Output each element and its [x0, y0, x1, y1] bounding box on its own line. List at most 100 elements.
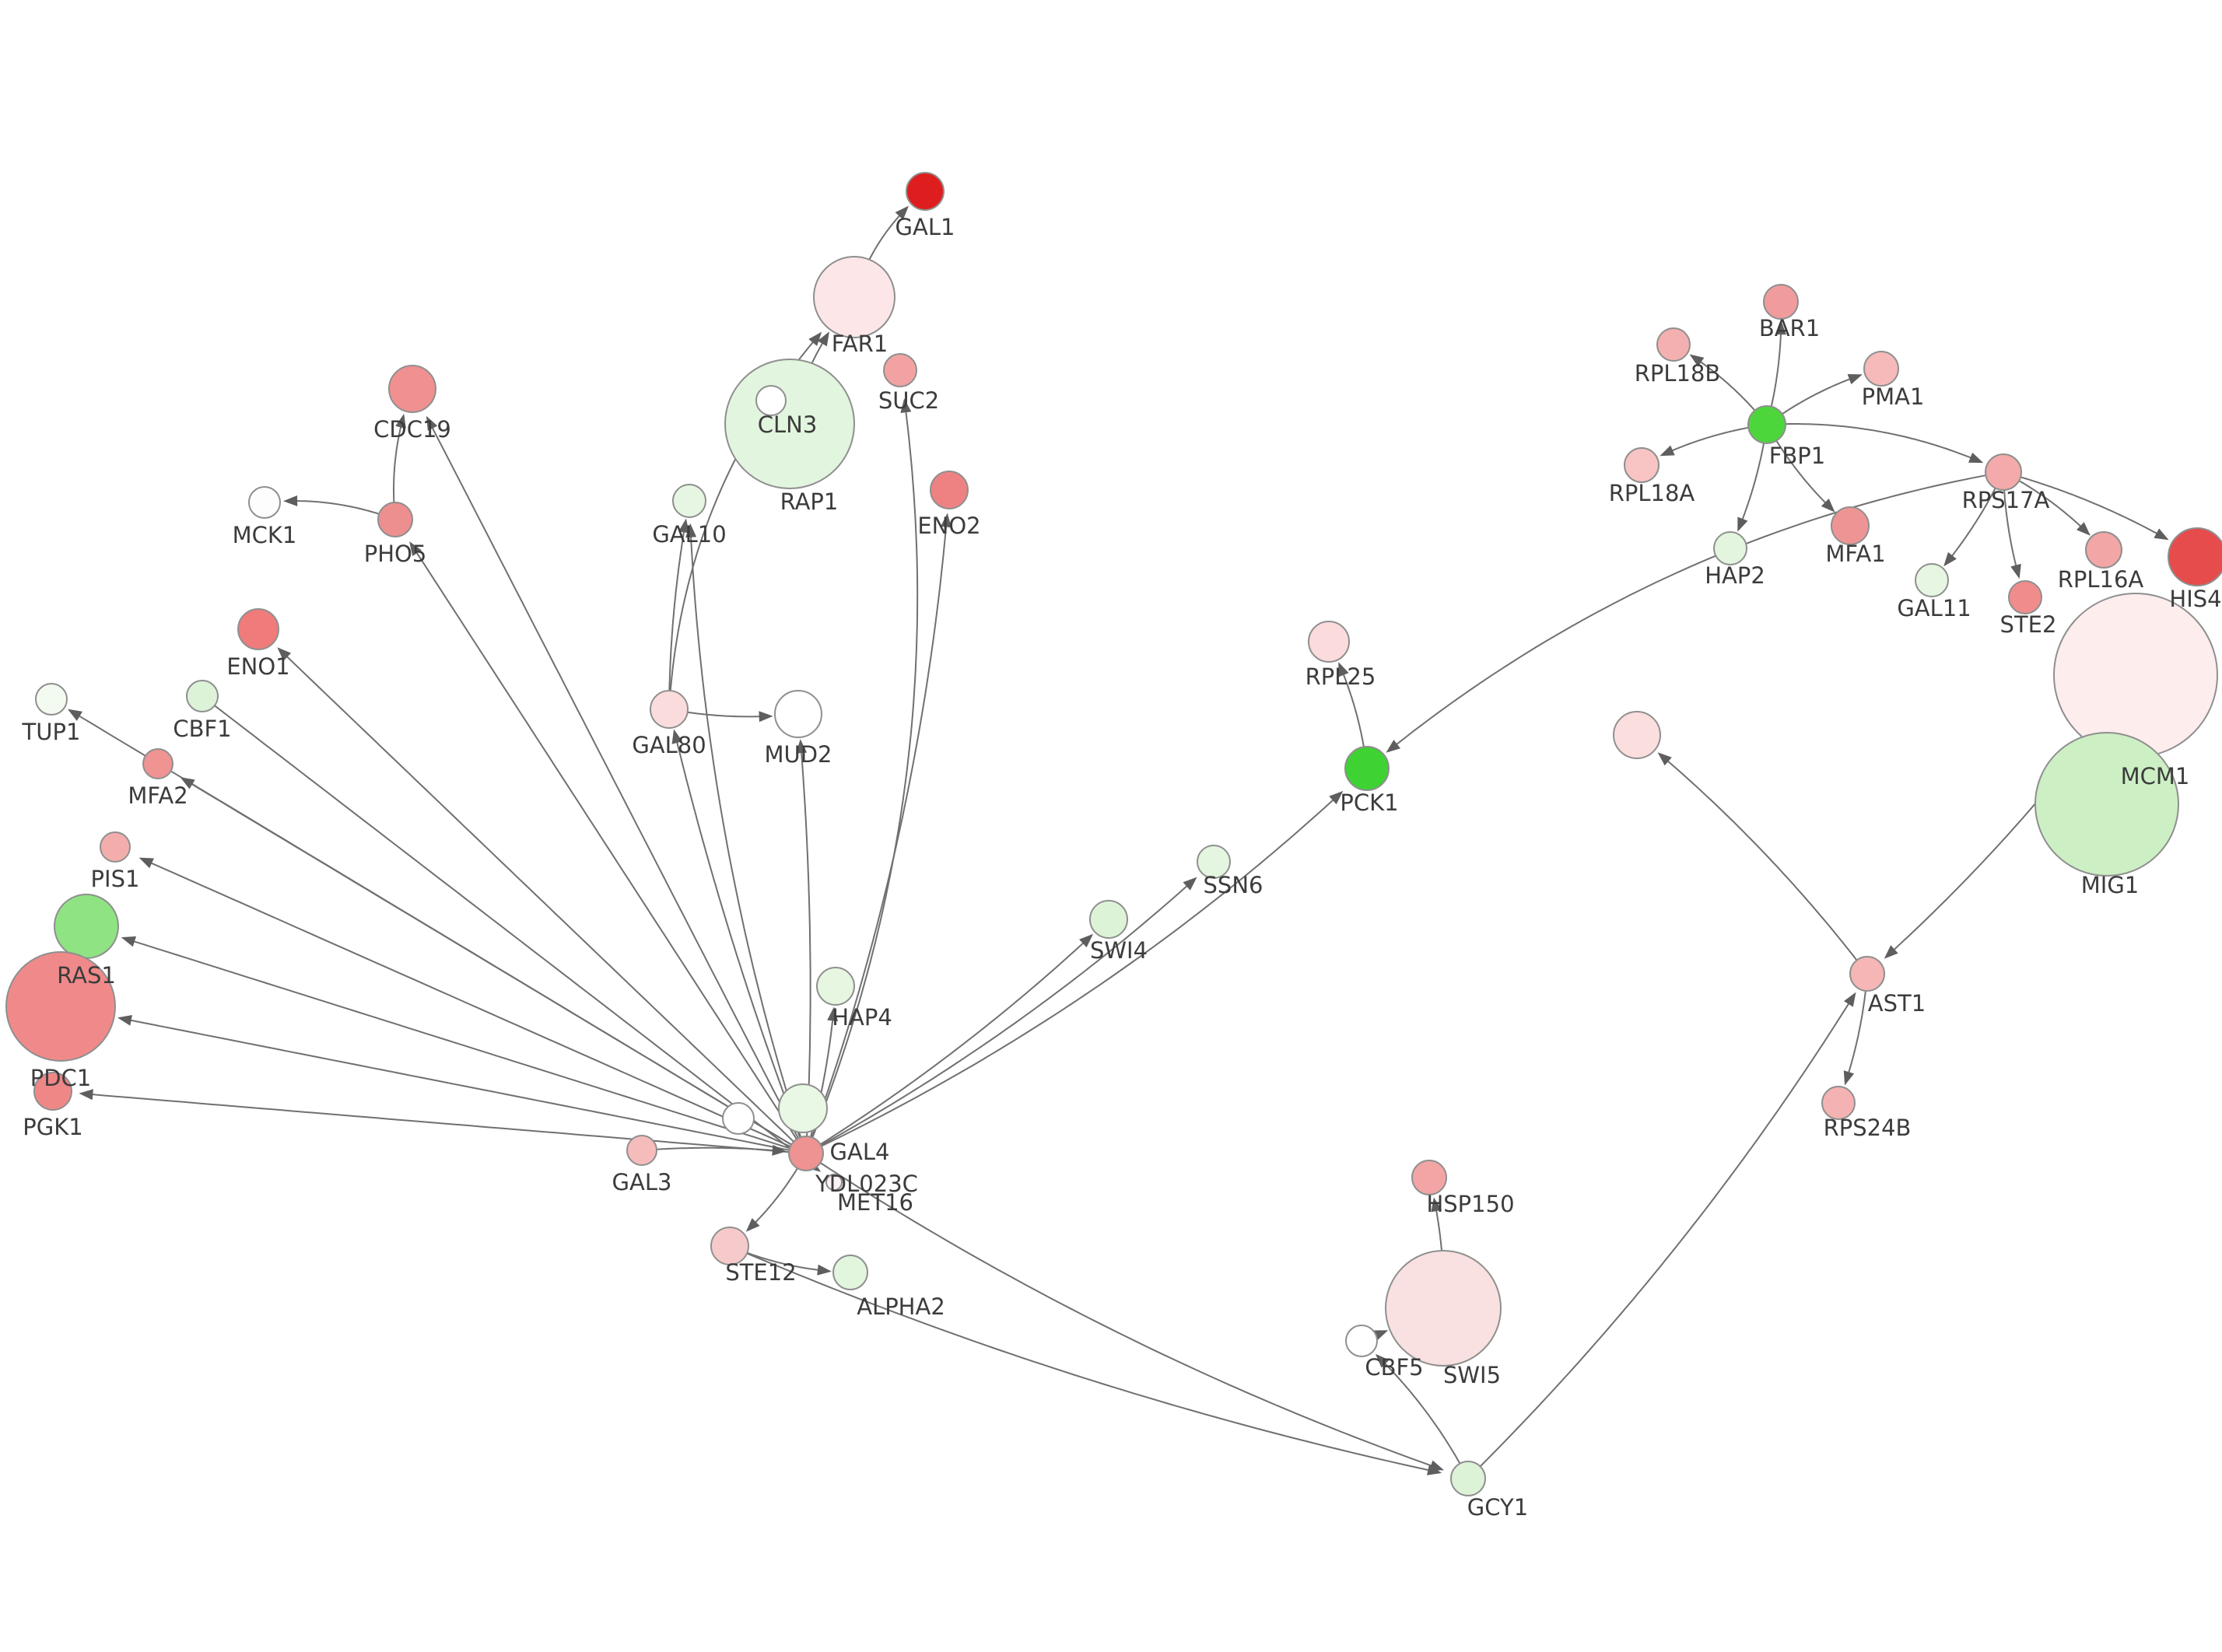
edge-GAL4-PCK1[interactable]	[805, 793, 1340, 1154]
node-MCM1[interactable]	[2053, 593, 2218, 758]
node-CBF1[interactable]	[186, 680, 219, 712]
node-RPL25[interactable]	[1308, 621, 1350, 663]
edge-GAL4-ENO2[interactable]	[805, 518, 948, 1154]
node-label-MFA1: MFA1	[1825, 541, 1885, 567]
edge-GAL4-MFA2[interactable]	[184, 779, 807, 1154]
node-GAL3[interactable]	[626, 1135, 657, 1166]
edge-arrowhead-RPS17A-RPL16A	[2077, 522, 2091, 536]
edge-AST1-RPS24B[interactable]	[1845, 973, 1868, 1081]
edge-FBP1-RPS17A[interactable]	[1766, 423, 1979, 462]
node-RPL18B[interactable]	[1656, 327, 1691, 362]
node-MIG1[interactable]	[2034, 732, 2179, 877]
edge-AST1-MID1[interactable]	[1661, 755, 1868, 975]
edge-GAL3-GAL4[interactable]	[641, 1146, 781, 1152]
edge-GAL4-SUC2[interactable]	[805, 404, 919, 1154]
node-TUP1[interactable]	[35, 683, 68, 716]
node-GAL1[interactable]	[906, 172, 945, 211]
edge-GAL80-GAL10[interactable]	[668, 523, 686, 710]
edge-GAL4-ENO1[interactable]	[280, 650, 807, 1154]
edge-GAL4-PIS1[interactable]	[143, 859, 807, 1154]
node-label-FAR1: FAR1	[832, 331, 888, 357]
node-ALPHA2[interactable]	[832, 1255, 868, 1290]
node-ENO1[interactable]	[237, 608, 279, 650]
edge-RPS17A-PCK1[interactable]	[1390, 471, 2004, 751]
edge-GAL4-PDC1[interactable]	[122, 1017, 807, 1154]
node-GCY1[interactable]	[1450, 1461, 1486, 1496]
node-MUD2[interactable]	[774, 690, 822, 738]
edge-arrowhead-FBP1-RPL18A	[1659, 445, 1675, 457]
node-label-CBF1: CBF1	[173, 716, 231, 742]
edge-GAL4-SSN6[interactable]	[805, 880, 1193, 1154]
edge-arrowhead-GAL4-PDC1	[117, 1015, 132, 1026]
node-CDC19[interactable]	[388, 365, 436, 413]
node-HAP4[interactable]	[816, 967, 855, 1006]
node-RPL16A[interactable]	[2085, 531, 2122, 569]
edge-RPS17A-HIS4[interactable]	[2003, 471, 2164, 538]
node-SSN6[interactable]	[1197, 845, 1231, 879]
edge-GAL4-GAL10[interactable]	[689, 528, 807, 1154]
node-MFA1[interactable]	[1831, 506, 1870, 545]
node-SWI4[interactable]	[1089, 900, 1128, 939]
node-STE12[interactable]	[710, 1227, 749, 1265]
node-RPS17A[interactable]	[1985, 453, 2022, 491]
node-MFA2[interactable]	[142, 748, 173, 779]
node-HIS4[interactable]	[2168, 527, 2222, 586]
node-MET16[interactable]	[825, 1174, 843, 1191]
node-AST1[interactable]	[1849, 956, 1885, 992]
edge-GAL4-PHO5[interactable]	[412, 545, 807, 1154]
node-BAR1[interactable]	[1763, 284, 1799, 320]
node-ENO2[interactable]	[930, 471, 969, 509]
edge-CBF1-MET16[interactable]	[202, 695, 818, 1170]
node-PGK1[interactable]	[33, 1072, 72, 1111]
node-SWI5[interactable]	[1385, 1250, 1502, 1367]
edge-arrowhead-PHO5-MCK1	[283, 495, 298, 506]
node-STE2[interactable]	[2008, 580, 2042, 614]
node-label-GAL3: GAL3	[612, 1169, 672, 1195]
node-PCK1[interactable]	[1344, 746, 1390, 791]
node-RPL18A[interactable]	[1624, 447, 1659, 483]
node-FAR1[interactable]	[813, 256, 895, 338]
node-label-HUBG: YDL023C	[815, 1171, 918, 1197]
node-CBF5[interactable]	[1345, 1325, 1378, 1357]
node-SUC2[interactable]	[883, 353, 917, 387]
edge-GAL4-PGK1[interactable]	[84, 1093, 807, 1154]
node-label-HAP4: HAP4	[832, 1004, 892, 1031]
node-GAL80[interactable]	[650, 690, 689, 729]
edge-GCY1-CBF5[interactable]	[1379, 1356, 1469, 1479]
node-label-RPS24B: RPS24B	[1824, 1115, 1912, 1141]
node-WHT[interactable]	[722, 1102, 755, 1135]
node-CLN3[interactable]	[724, 359, 855, 489]
edge-GAL4-GCY1[interactable]	[805, 1153, 1439, 1469]
edge-arrowhead-GAL4-RAS1	[121, 936, 136, 947]
node-PIS1[interactable]	[100, 831, 131, 863]
node-HAP2[interactable]	[1713, 531, 1747, 565]
node-HSP150[interactable]	[1411, 1160, 1447, 1195]
edge-arrowhead-FBP1-RPL18B	[1689, 354, 1705, 367]
edge-GAL4-SWI4[interactable]	[805, 936, 1090, 1154]
edge-arrowhead-PCK1-RPL25	[1338, 662, 1349, 677]
node-HUBG[interactable]	[778, 1083, 828, 1133]
node-RPS24B[interactable]	[1821, 1086, 1856, 1120]
node-GAL4[interactable]	[788, 1136, 824, 1171]
edge-arrowhead-GAL4-SSN6	[1183, 877, 1197, 891]
node-RAP1[interactable]	[755, 385, 787, 416]
node-GAL10[interactable]	[672, 484, 706, 518]
node-GAL11[interactable]	[1915, 563, 1949, 597]
edge-GAL4-RAS1[interactable]	[126, 938, 807, 1154]
node-label-MUD2: MUD2	[764, 741, 832, 768]
node-PMA1[interactable]	[1863, 351, 1899, 387]
edge-PHO5-MCK1[interactable]	[289, 500, 396, 520]
node-PDC1[interactable]	[5, 951, 116, 1062]
node-FBP1[interactable]	[1747, 405, 1786, 444]
node-MCK1[interactable]	[248, 486, 281, 519]
node-label-RPS17A: RPS17A	[1962, 487, 2050, 513]
node-RAS1[interactable]	[54, 894, 119, 959]
edge-GCY1-AST1[interactable]	[1467, 996, 1854, 1479]
node-PHO5[interactable]	[377, 502, 413, 537]
node-MID1[interactable]	[1613, 711, 1661, 759]
edge-GAL4-GAL80[interactable]	[674, 734, 807, 1154]
edge-STE12-GCY1[interactable]	[729, 1245, 1437, 1473]
node-label-GAL4: GAL4	[830, 1139, 890, 1165]
edge-GAL4-CDC19[interactable]	[428, 420, 807, 1154]
node-label-GAL10: GAL10	[652, 521, 726, 548]
